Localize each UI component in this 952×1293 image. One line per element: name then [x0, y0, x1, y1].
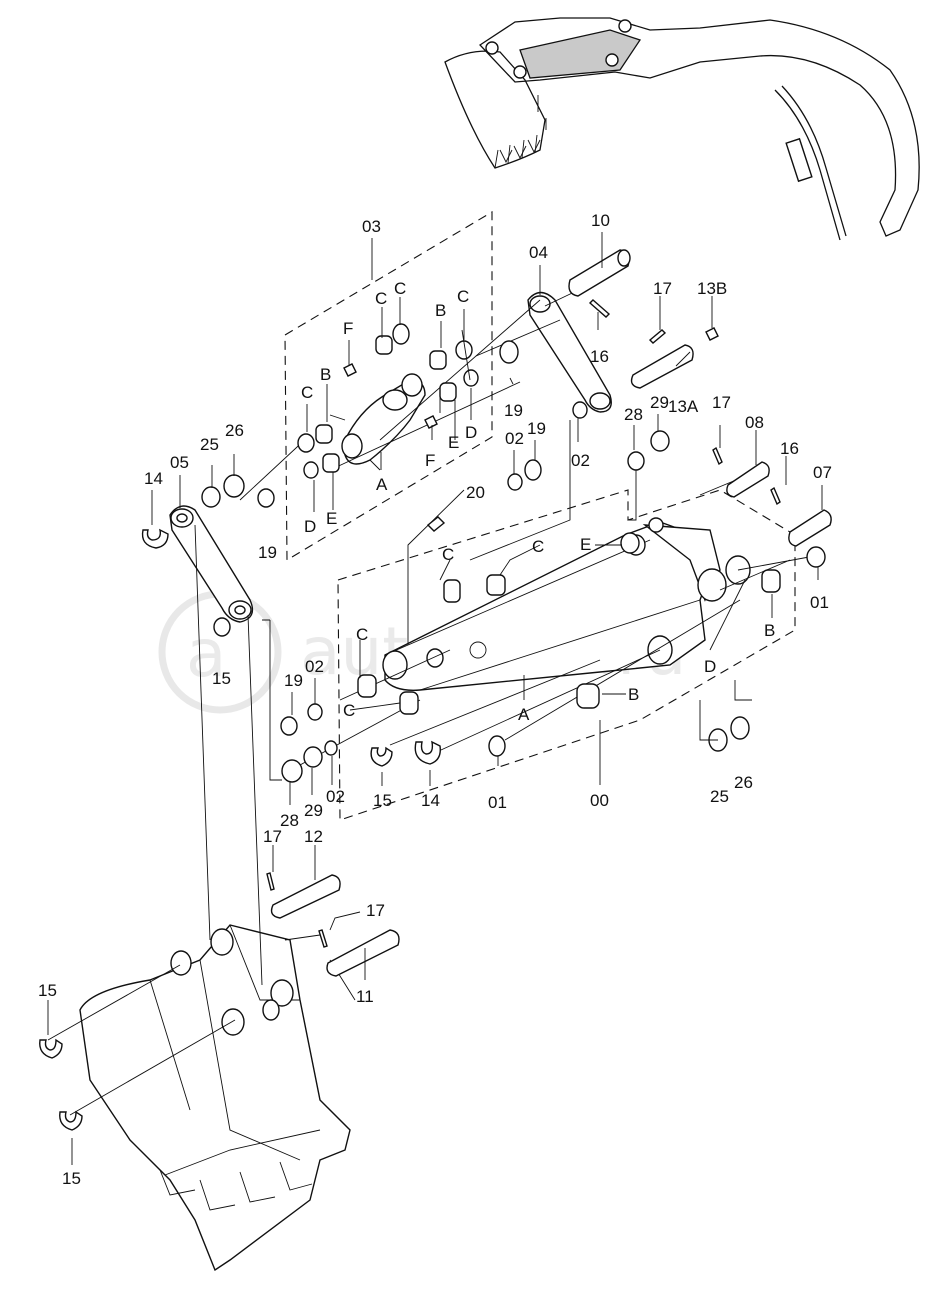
label-10: 10: [591, 211, 610, 230]
link-04: [527, 291, 612, 413]
label-c: C: [375, 289, 387, 308]
label-04: 04: [529, 243, 548, 262]
label-17: 17: [263, 827, 282, 846]
label-15: 15: [38, 981, 57, 1000]
label-01: 01: [810, 593, 829, 612]
label-02: 02: [505, 429, 524, 448]
label-f: F: [343, 319, 353, 338]
label-c: C: [532, 537, 544, 556]
label-15: 15: [373, 791, 392, 810]
label-b: B: [628, 685, 639, 704]
group-03-boundary: [284, 211, 493, 561]
label-12: 12: [304, 827, 323, 846]
label-e: E: [326, 509, 337, 528]
label-d: D: [465, 423, 477, 442]
label-25: 25: [710, 787, 729, 806]
label-26: 26: [225, 421, 244, 440]
label-08: 08: [745, 413, 764, 432]
label-01: 01: [488, 793, 507, 812]
label-c: C: [301, 383, 313, 402]
leader-lines: [47, 232, 823, 1165]
label-28: 28: [280, 811, 299, 830]
label-b: B: [764, 621, 775, 640]
label-14: 14: [421, 791, 440, 810]
label-14: 14: [144, 469, 163, 488]
label-b: B: [435, 301, 446, 320]
label-a: A: [376, 475, 388, 494]
arm-body-00: [382, 517, 751, 691]
label-26: 26: [734, 773, 753, 792]
bucket: [79, 924, 351, 1272]
label-a: A: [518, 705, 530, 724]
label-02: 02: [571, 451, 590, 470]
label-11: 11: [356, 987, 374, 1006]
label-19: 19: [527, 419, 546, 438]
label-15: 15: [62, 1169, 81, 1188]
label-c: C: [343, 701, 355, 720]
label-f: F: [425, 451, 435, 470]
label-b: B: [320, 365, 331, 384]
label-19: 19: [284, 671, 303, 690]
label-29: 29: [304, 801, 323, 820]
label-d: D: [704, 657, 716, 676]
label-07: 07: [813, 463, 832, 482]
label-c: C: [442, 545, 454, 564]
label-13a: 13A: [668, 397, 699, 416]
label-16: 16: [780, 439, 799, 458]
label-02: 02: [326, 787, 345, 806]
assembly-axis-lines: [47, 274, 821, 1116]
label-d: D: [304, 517, 316, 536]
label-29: 29: [650, 393, 669, 412]
label-19: 19: [504, 401, 523, 420]
label-e: E: [448, 433, 459, 452]
label-17: 17: [366, 901, 385, 920]
label-c: C: [394, 279, 406, 298]
label-16: 16: [590, 347, 609, 366]
label-03: 03: [362, 217, 381, 236]
label-e: E: [580, 535, 591, 554]
label-17: 17: [653, 279, 672, 298]
label-c: C: [356, 625, 368, 644]
label-20: 20: [466, 483, 485, 502]
label-28: 28: [624, 405, 643, 424]
label-17: 17: [712, 393, 731, 412]
label-15: 15: [212, 669, 231, 688]
excavator-overview-illustration: [444, 17, 920, 241]
link-rod-05: [169, 505, 254, 623]
label-13b: 13B: [697, 279, 727, 298]
label-05: 05: [170, 453, 189, 472]
label-19: 19: [258, 543, 277, 562]
rocker-bracket-03: [329, 373, 426, 471]
small-parts: [39, 249, 832, 1131]
label-25: 25: [200, 435, 219, 454]
label-02: 02: [305, 657, 324, 676]
part-labels: 03 10 04 17 13B C C F B C 16 C B 13A 19 …: [38, 211, 832, 1188]
label-c: C: [457, 287, 469, 306]
label-00: 00: [590, 791, 609, 810]
